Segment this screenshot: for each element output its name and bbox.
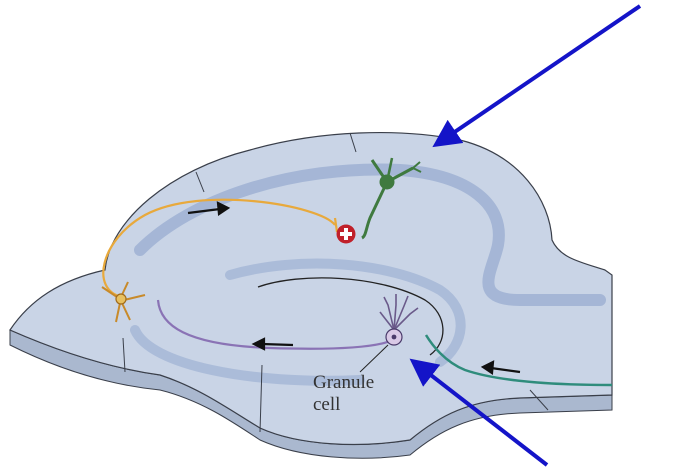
plus-circle-icon [337, 225, 356, 244]
granule-label-line1: Granule [313, 372, 374, 393]
granule-label-line2: cell [313, 394, 340, 415]
blue-arrow-icon [437, 6, 640, 144]
